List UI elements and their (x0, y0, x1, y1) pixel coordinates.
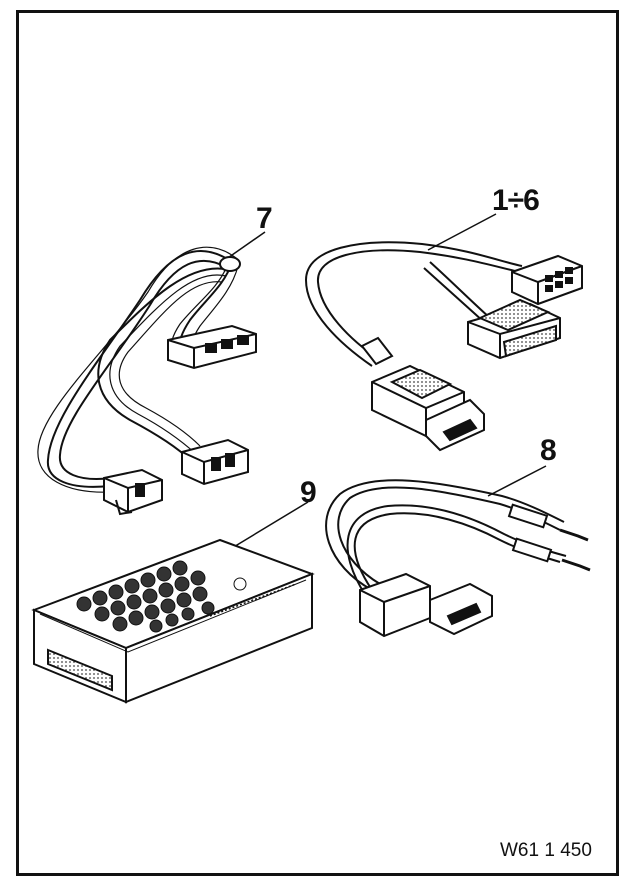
leader-line-1-6 (428, 214, 496, 250)
harness-7-middle-connector (182, 440, 248, 484)
callout-7: 7 (256, 202, 273, 235)
leader-line-9 (232, 502, 308, 548)
figure-reference-code: W61 1 450 (500, 840, 592, 861)
adapter-dsub-plug (468, 300, 560, 358)
test-box-9 (34, 502, 312, 702)
adapter-small-plug (512, 256, 582, 304)
leader-line-8 (488, 466, 546, 496)
callout-8: 8 (540, 434, 557, 467)
probe-cable-8-connector (360, 574, 492, 636)
callout-1-6: 1÷6 (492, 184, 540, 217)
figure-border (16, 10, 619, 876)
adapter-module (372, 366, 484, 450)
probe-cable-8 (326, 466, 590, 596)
callout-9: 9 (300, 476, 317, 509)
harness-7-upper-connector (168, 326, 256, 368)
adapter-cable-1-6 (306, 214, 522, 366)
harness-7-lower-connector (104, 470, 162, 514)
